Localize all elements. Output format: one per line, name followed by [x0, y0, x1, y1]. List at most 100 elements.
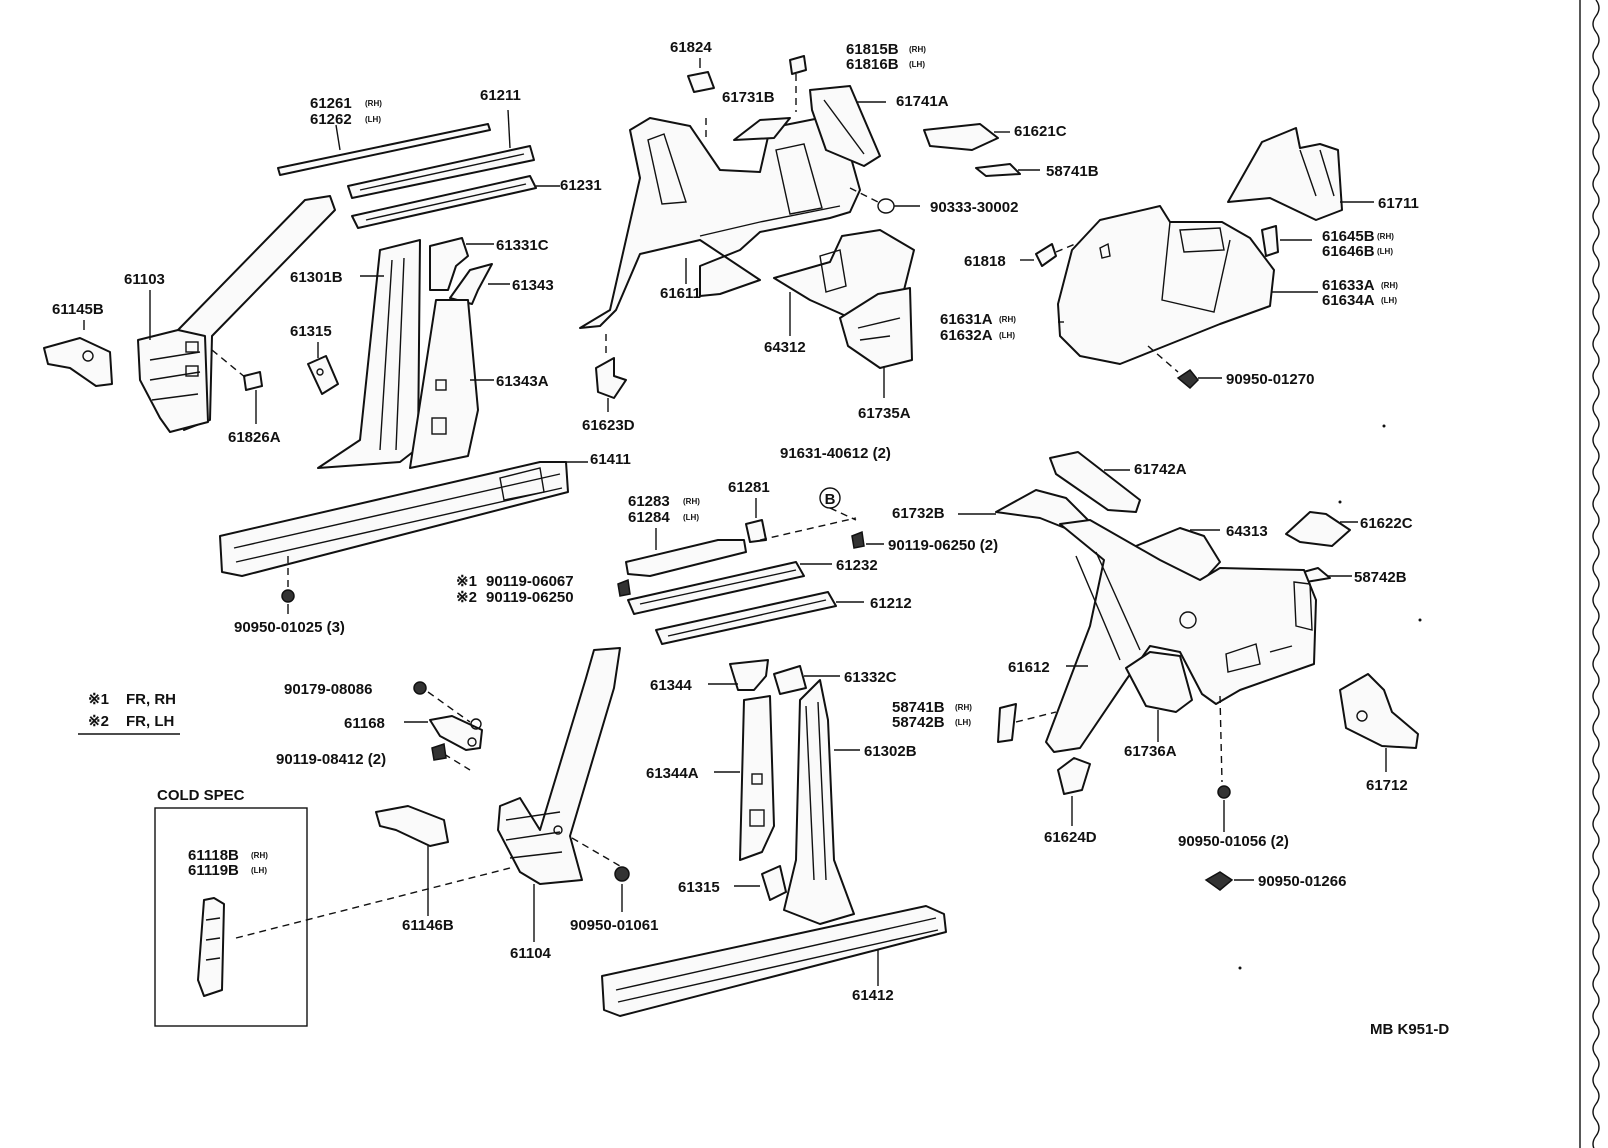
part-61826a-plug	[211, 349, 263, 424]
label-64312: 64312	[764, 339, 806, 356]
label-61119b-side: (LH)	[251, 866, 267, 875]
fastener-90119-06067	[617, 578, 631, 597]
label-61816b-side: (LH)	[909, 60, 925, 69]
part-61645b-bracket	[1261, 225, 1312, 257]
fastener-90950-01266	[1204, 871, 1254, 891]
label-61332c: 61332C	[844, 669, 897, 686]
part-61621c-bracket	[923, 123, 1010, 151]
label-61624d: 61624D	[1044, 829, 1097, 846]
label-61732b: 61732B	[892, 505, 945, 522]
label-90950-01270: 90950-01270	[1226, 371, 1314, 388]
label-61343a: 61343A	[496, 373, 549, 390]
part-61631a-wheelhouse-outer	[1057, 205, 1275, 365]
label-61741a: 61741A	[896, 93, 949, 110]
part-61231-roof-rail-inner	[351, 175, 560, 229]
legend-mark-1: ※1	[88, 691, 109, 708]
label-61731b: 61731B	[722, 89, 775, 106]
label-61711: 61711	[1378, 195, 1419, 212]
label-61824: 61824	[670, 39, 712, 56]
speck	[1338, 500, 1342, 504]
label-61815b: 61815B	[846, 41, 899, 58]
part-61741a-inner-panel	[809, 85, 886, 167]
label-61646b: 61646B	[1322, 243, 1375, 260]
label-90119-06250: 90119-06250	[486, 589, 574, 606]
label-61344a: 61344A	[646, 765, 699, 782]
marker-b-label: B	[825, 491, 836, 508]
fastener-90950-01056	[1217, 695, 1231, 832]
part-61343-reinforcement	[449, 263, 510, 305]
label-90119-06250-b: 90119-06250 (2)	[888, 537, 998, 554]
part-61815b-pad	[789, 55, 807, 112]
label-90119-06067: 90119-06067	[486, 573, 574, 590]
part-61624d-bracket	[1057, 757, 1091, 826]
label-58742b-mid-side: (LH)	[955, 718, 971, 727]
part-61315-bottom-plate	[734, 865, 787, 901]
part-61281-clip	[745, 498, 857, 543]
label-61283-side: (RH)	[683, 497, 700, 506]
label-61343: 61343	[512, 277, 554, 294]
fastener-90119-08412	[431, 743, 447, 761]
label-61633a: 61633A	[1322, 277, 1375, 294]
label-61315-bottom: 61315	[678, 879, 720, 896]
label-61262: 61262	[310, 111, 352, 128]
callout-labels: 61824 61815B (RH) 61816B (LH) 61261 (RH)…	[52, 39, 1449, 1038]
label-61168: 61168	[344, 715, 385, 732]
fastener-90179-08086	[413, 681, 427, 695]
label-61118b: 61118B	[188, 847, 239, 864]
part-61212-roof-bow	[655, 591, 864, 645]
label-61633a-side: (RH)	[1381, 281, 1398, 290]
label-61623d: 61623D	[582, 417, 635, 434]
part-61331c-bracket	[429, 237, 494, 291]
fastener-90950-01061	[614, 866, 630, 912]
part-61261-drip-rail	[277, 123, 491, 176]
speck	[1238, 966, 1242, 970]
label-58742b-mid: 58742B	[892, 714, 945, 731]
cold-spec-title: COLD SPEC	[157, 787, 245, 804]
part-61145b-bracket	[43, 320, 113, 387]
label-61103: 61103	[124, 271, 165, 288]
label-61284-side: (LH)	[683, 513, 699, 522]
label-61632a-side: (LH)	[999, 331, 1015, 340]
label-61645b-side: (RH)	[1377, 232, 1394, 241]
label-61621c: 61621C	[1014, 123, 1067, 140]
part-61412-rocker-inner	[601, 905, 947, 1017]
label-61622c: 61622C	[1360, 515, 1413, 532]
part-61622c-bracket	[1285, 511, 1358, 547]
part-61104-lower-pillar	[497, 647, 621, 942]
part-61711-inner-panel	[1227, 127, 1374, 221]
part-58741b-mid-seal	[997, 703, 1057, 743]
cold-spec-box: COLD SPEC	[154, 787, 511, 1027]
part-61731b-brace	[733, 117, 791, 141]
label-91631-40612: 91631-40612 (2)	[780, 445, 891, 462]
label-61645b: 61645B	[1322, 228, 1375, 245]
label-61735a: 61735A	[858, 405, 911, 422]
part-61283-bracket	[625, 528, 747, 577]
part-61103-front-pillar	[137, 195, 336, 433]
label-61815b-side: (RH)	[909, 45, 926, 54]
label-61611: 61611	[660, 285, 701, 302]
part-61344a-pillar-inner	[714, 695, 775, 861]
label-61646b-side: (LH)	[1377, 247, 1393, 256]
part-61735a-rear-lower	[839, 287, 913, 398]
part-61611-quarter-panel	[579, 117, 861, 329]
legend: ※1 FR, RH ※2 FR, LH	[78, 691, 180, 735]
label-90333-30002: 90333-30002	[930, 199, 1018, 216]
label-61261: 61261	[310, 95, 352, 112]
label-58741b-mid: 58741B	[892, 699, 945, 716]
label-61826a: 61826A	[228, 429, 281, 446]
label-61818: 61818	[964, 253, 1006, 270]
label-61231: 61231	[560, 177, 602, 194]
label-61232: 61232	[836, 557, 878, 574]
label-61302b: 61302B	[864, 743, 917, 760]
part-61736a-lower-panel	[1125, 651, 1193, 742]
label-61712: 61712	[1366, 777, 1408, 794]
fastener-90119-06250-b	[851, 530, 884, 549]
part-61623d-bracket	[595, 334, 627, 412]
part-61344-bracket	[708, 659, 769, 691]
label-61212: 61212	[870, 595, 912, 612]
label-90950-01025: 90950-01025 (3)	[234, 619, 345, 636]
label-90119-08412: 90119-08412 (2)	[276, 751, 386, 768]
part-61824-stopper	[687, 58, 715, 93]
part-61712-bracket	[1339, 673, 1419, 772]
fastener-90950-01025	[281, 589, 295, 614]
